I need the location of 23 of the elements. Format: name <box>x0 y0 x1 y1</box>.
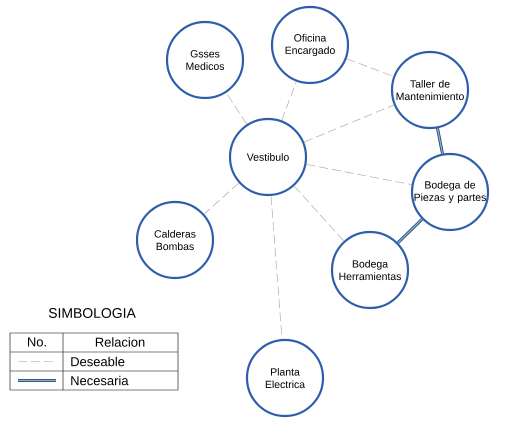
table-header: Relacion <box>96 337 144 347</box>
connector-line <box>294 186 344 242</box>
circle-node: Vestibulo <box>228 118 308 196</box>
connector-line <box>204 182 240 214</box>
connector-line <box>396 218 424 244</box>
legend-label: Deseable <box>71 356 124 366</box>
connector-line <box>281 81 297 121</box>
connector-line <box>270 196 282 340</box>
table-header: No. <box>28 338 46 347</box>
circle-node: Calderas Bombas <box>136 200 214 280</box>
circle-node: Gsses Medicos <box>166 20 244 100</box>
circle-node: Bodega Herramientas <box>330 230 410 310</box>
connector-line <box>226 92 248 125</box>
circle-node: Planta Electrica <box>246 338 324 418</box>
connector-line <box>306 164 412 185</box>
circle-node: Oficina Encargado <box>270 6 350 84</box>
connector-line <box>436 128 444 154</box>
connector-line <box>304 104 394 142</box>
legend-title: SIMBOLOGIA <box>48 308 136 318</box>
legend-label: Necesaria <box>71 376 128 386</box>
circle-node: Bodega de Piezas y partes <box>410 152 490 232</box>
circle-node: Taller de Mantenimiento <box>390 50 470 130</box>
connector-line <box>346 58 394 77</box>
